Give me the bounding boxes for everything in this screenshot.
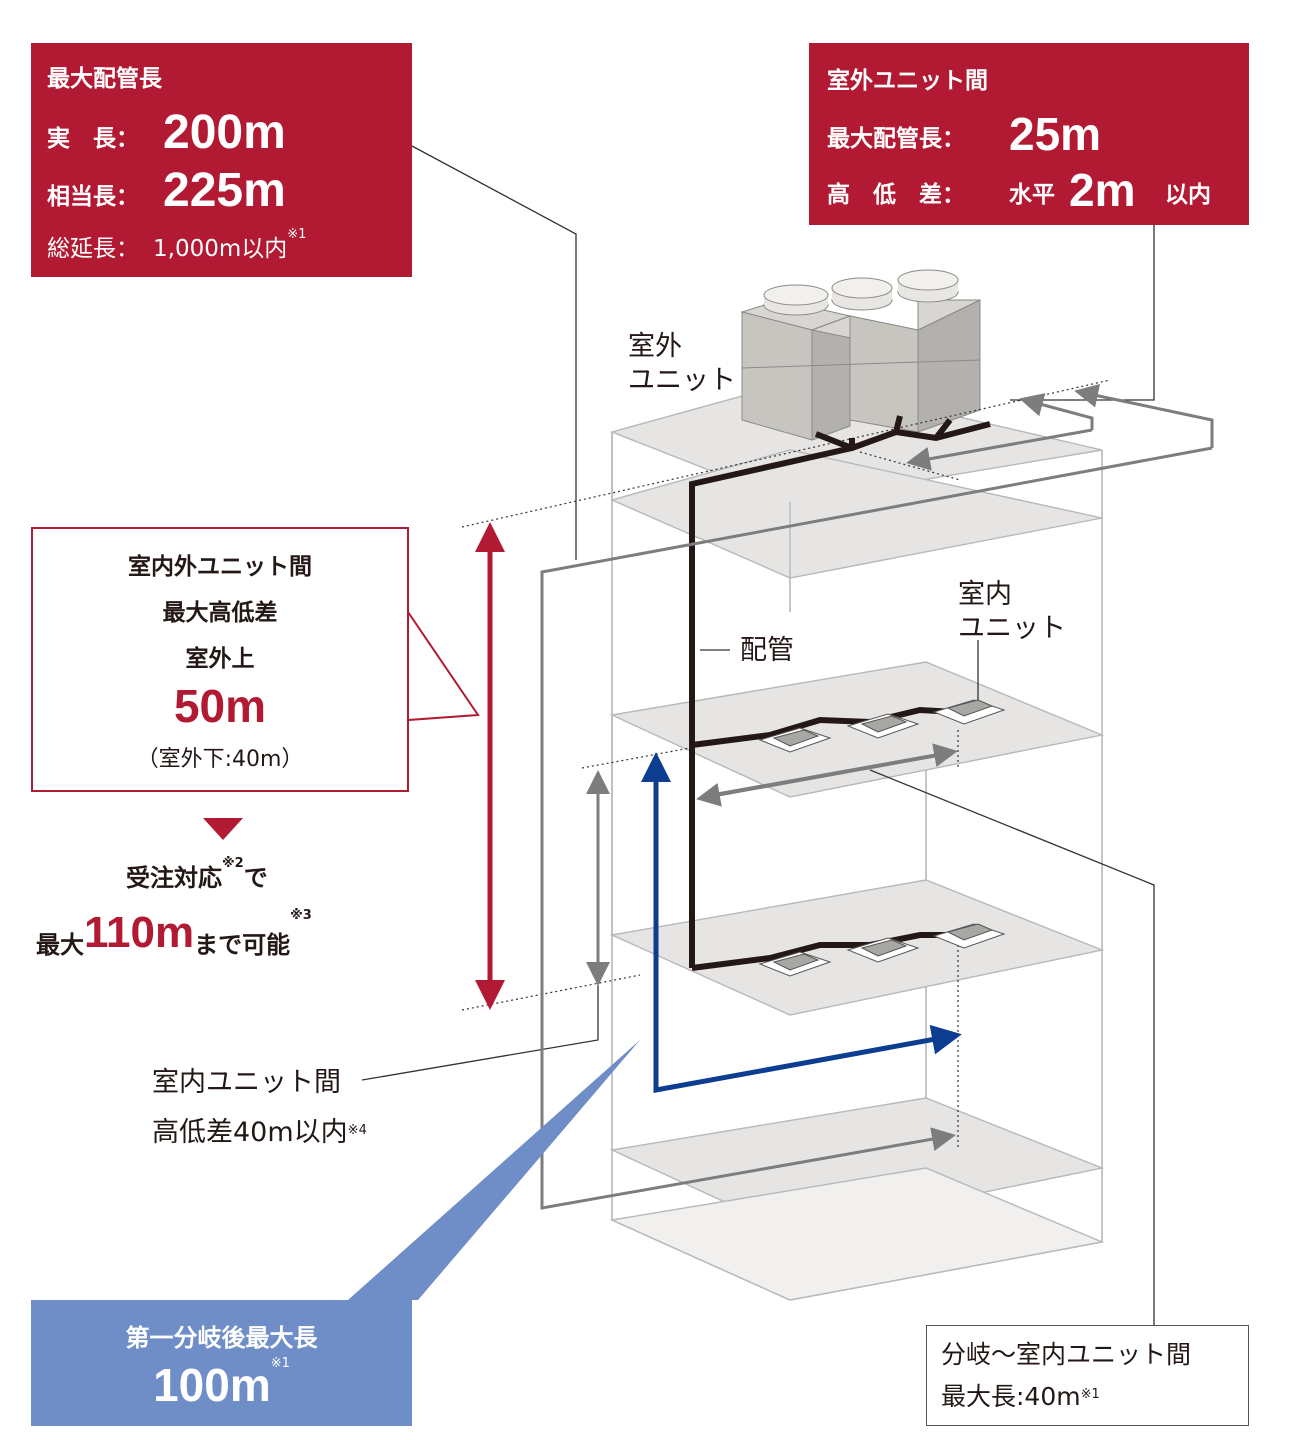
outdoor-unit-3 bbox=[897, 269, 981, 433]
outdoor-max-label: 最大配管長： bbox=[827, 126, 965, 152]
outdoor-max-value: 25m bbox=[1009, 108, 1102, 160]
first-branch-title: 第一分岐後最大長 bbox=[125, 1324, 318, 1352]
order-note-value: 110m bbox=[84, 908, 195, 957]
indoor-unit bbox=[846, 937, 920, 963]
footnote-mark: ※2 bbox=[222, 856, 244, 871]
outdoor-unit-label-2: ユニット bbox=[628, 365, 736, 396]
max-piping-box: 最大配管長 実 長： 200m 相当長： 225m 総延長： 1,000m以内※… bbox=[31, 43, 412, 277]
leader-lines bbox=[361, 145, 1155, 1325]
indoor-units bbox=[758, 699, 1006, 977]
height-diff-line1: 室内外ユニット間 bbox=[128, 554, 312, 580]
indoor-between-line2: 高低差40m以内※4 bbox=[152, 1117, 367, 1148]
indoor-between-line1: 室内ユニット間 bbox=[152, 1067, 341, 1098]
total-length-value: 1,000m以内※1 bbox=[153, 227, 307, 262]
outdoor-height-label: 高 低 差： bbox=[827, 182, 965, 208]
first-branch-value-line: 100m※1 bbox=[31, 1356, 412, 1412]
first-branch-value: 100m bbox=[153, 1359, 271, 1411]
indoor-unit bbox=[846, 713, 920, 739]
footnote-mark: ※1 bbox=[1080, 1387, 1100, 1402]
footnote-mark: ※1 bbox=[270, 1356, 290, 1371]
outdoor-unit-2 bbox=[810, 277, 920, 433]
floor-slabs bbox=[609, 379, 1105, 1301]
branch-indoor-line1: 分岐〜室内ユニット間 bbox=[941, 1340, 1192, 1369]
outdoor-unit-1 bbox=[740, 284, 852, 441]
first-branch-arrow bbox=[641, 752, 962, 1093]
footnote-mark: ※1 bbox=[287, 227, 307, 242]
piping bbox=[689, 415, 991, 971]
footnote-mark: ※4 bbox=[347, 1123, 367, 1138]
indoor-unit-label-2: ユニット bbox=[958, 613, 1066, 644]
indoor-unit-label-1: 室内 bbox=[958, 579, 1012, 610]
height-diff-line2: 最大高低差 bbox=[162, 600, 278, 626]
blue-callout-pointer bbox=[348, 1040, 640, 1300]
outdoor-height-value: 2m bbox=[1069, 164, 1136, 216]
equivalent-length-label: 相当長： bbox=[47, 184, 139, 210]
height-diff-line3: 室外上 bbox=[185, 646, 255, 672]
equivalent-length-value: 225m bbox=[163, 164, 286, 217]
outdoor-units bbox=[740, 269, 981, 441]
gray-arrows bbox=[540, 383, 1214, 1210]
outdoor-unit-label-1: 室外 bbox=[628, 331, 682, 362]
height-diff-value: 50m bbox=[173, 680, 267, 732]
footnote-mark: ※3 bbox=[290, 908, 312, 923]
indoor-unit bbox=[932, 923, 1006, 949]
indoor-unit bbox=[932, 699, 1006, 725]
down-triangle-icon bbox=[203, 818, 243, 840]
total-length-label: 総延長： bbox=[47, 236, 139, 262]
first-branch-box: 第一分岐後最大長 100m※1 bbox=[31, 1300, 412, 1426]
indoor-unit bbox=[758, 727, 832, 753]
actual-length-value: 200m bbox=[163, 106, 286, 159]
height-diff-sub: （室外下:40m） bbox=[136, 747, 304, 772]
max-piping-title: 最大配管長 bbox=[47, 66, 162, 92]
branch-indoor-line2: 最大長:40m※1 bbox=[941, 1382, 1100, 1411]
outdoor-height-prefix: 水平 bbox=[1009, 182, 1055, 208]
order-note-line1: 受注対応※2で bbox=[126, 856, 268, 892]
outdoor-height-suffix: 以内 bbox=[1165, 182, 1211, 208]
branch-indoor-box: 分岐〜室内ユニット間 最大長:40m※1 bbox=[926, 1325, 1249, 1426]
outdoor-between-title: 室外ユニット間 bbox=[827, 68, 988, 94]
actual-length-label: 実 長： bbox=[47, 126, 139, 152]
indoor-unit bbox=[758, 951, 832, 977]
outdoor-between-box: 室外ユニット間 最大配管長： 25m 高 低 差： 水平 2m 以内 bbox=[809, 43, 1249, 225]
callout-pointer bbox=[407, 608, 480, 722]
order-note-line2: 最大110mまで可能※3 bbox=[36, 908, 312, 959]
piping-label: 配管 bbox=[740, 635, 794, 666]
height-diff-box: 室内外ユニット間 最大高低差 室外上 50m （室外下:40m） bbox=[31, 527, 409, 792]
